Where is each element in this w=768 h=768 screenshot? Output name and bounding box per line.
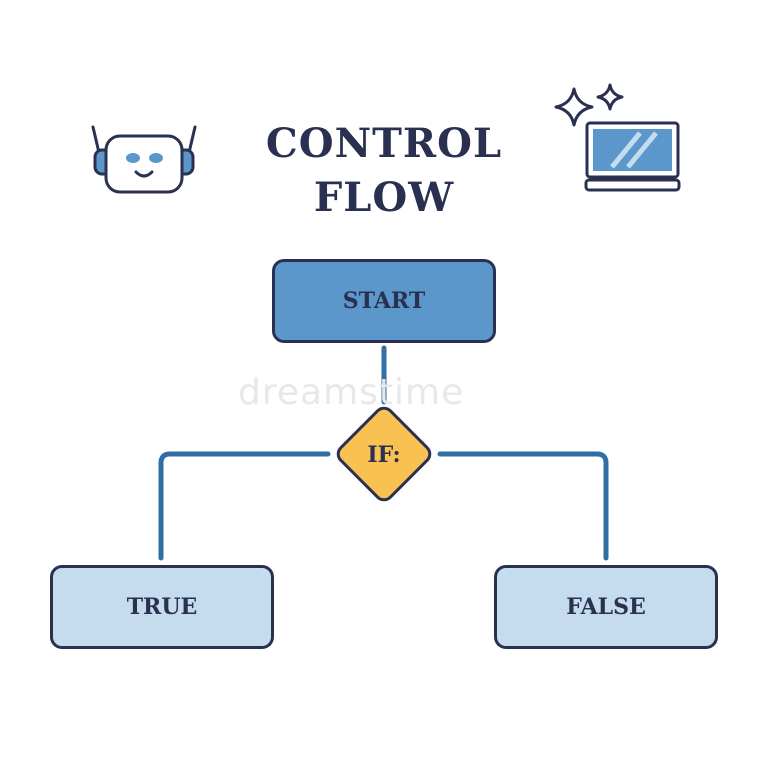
false-node: FALSE bbox=[494, 565, 718, 649]
decision-diamond bbox=[336, 406, 432, 502]
false-node-label: FALSE bbox=[566, 594, 646, 620]
connector-decision-to-false bbox=[437, 451, 609, 561]
sparkle-large-icon bbox=[554, 87, 594, 127]
start-node-label: START bbox=[342, 288, 426, 314]
decision-node-label: IF: bbox=[367, 442, 401, 468]
true-node: TRUE bbox=[50, 565, 274, 649]
start-node: START bbox=[272, 259, 496, 343]
title-line-2: FLOW bbox=[313, 174, 455, 221]
title-line-1: CONTROL bbox=[265, 120, 503, 167]
sparkle-small-icon bbox=[596, 83, 624, 111]
watermark-text: dreamstime bbox=[238, 372, 465, 413]
true-node-label: TRUE bbox=[126, 594, 198, 620]
connector-decision-to-true bbox=[158, 451, 331, 561]
